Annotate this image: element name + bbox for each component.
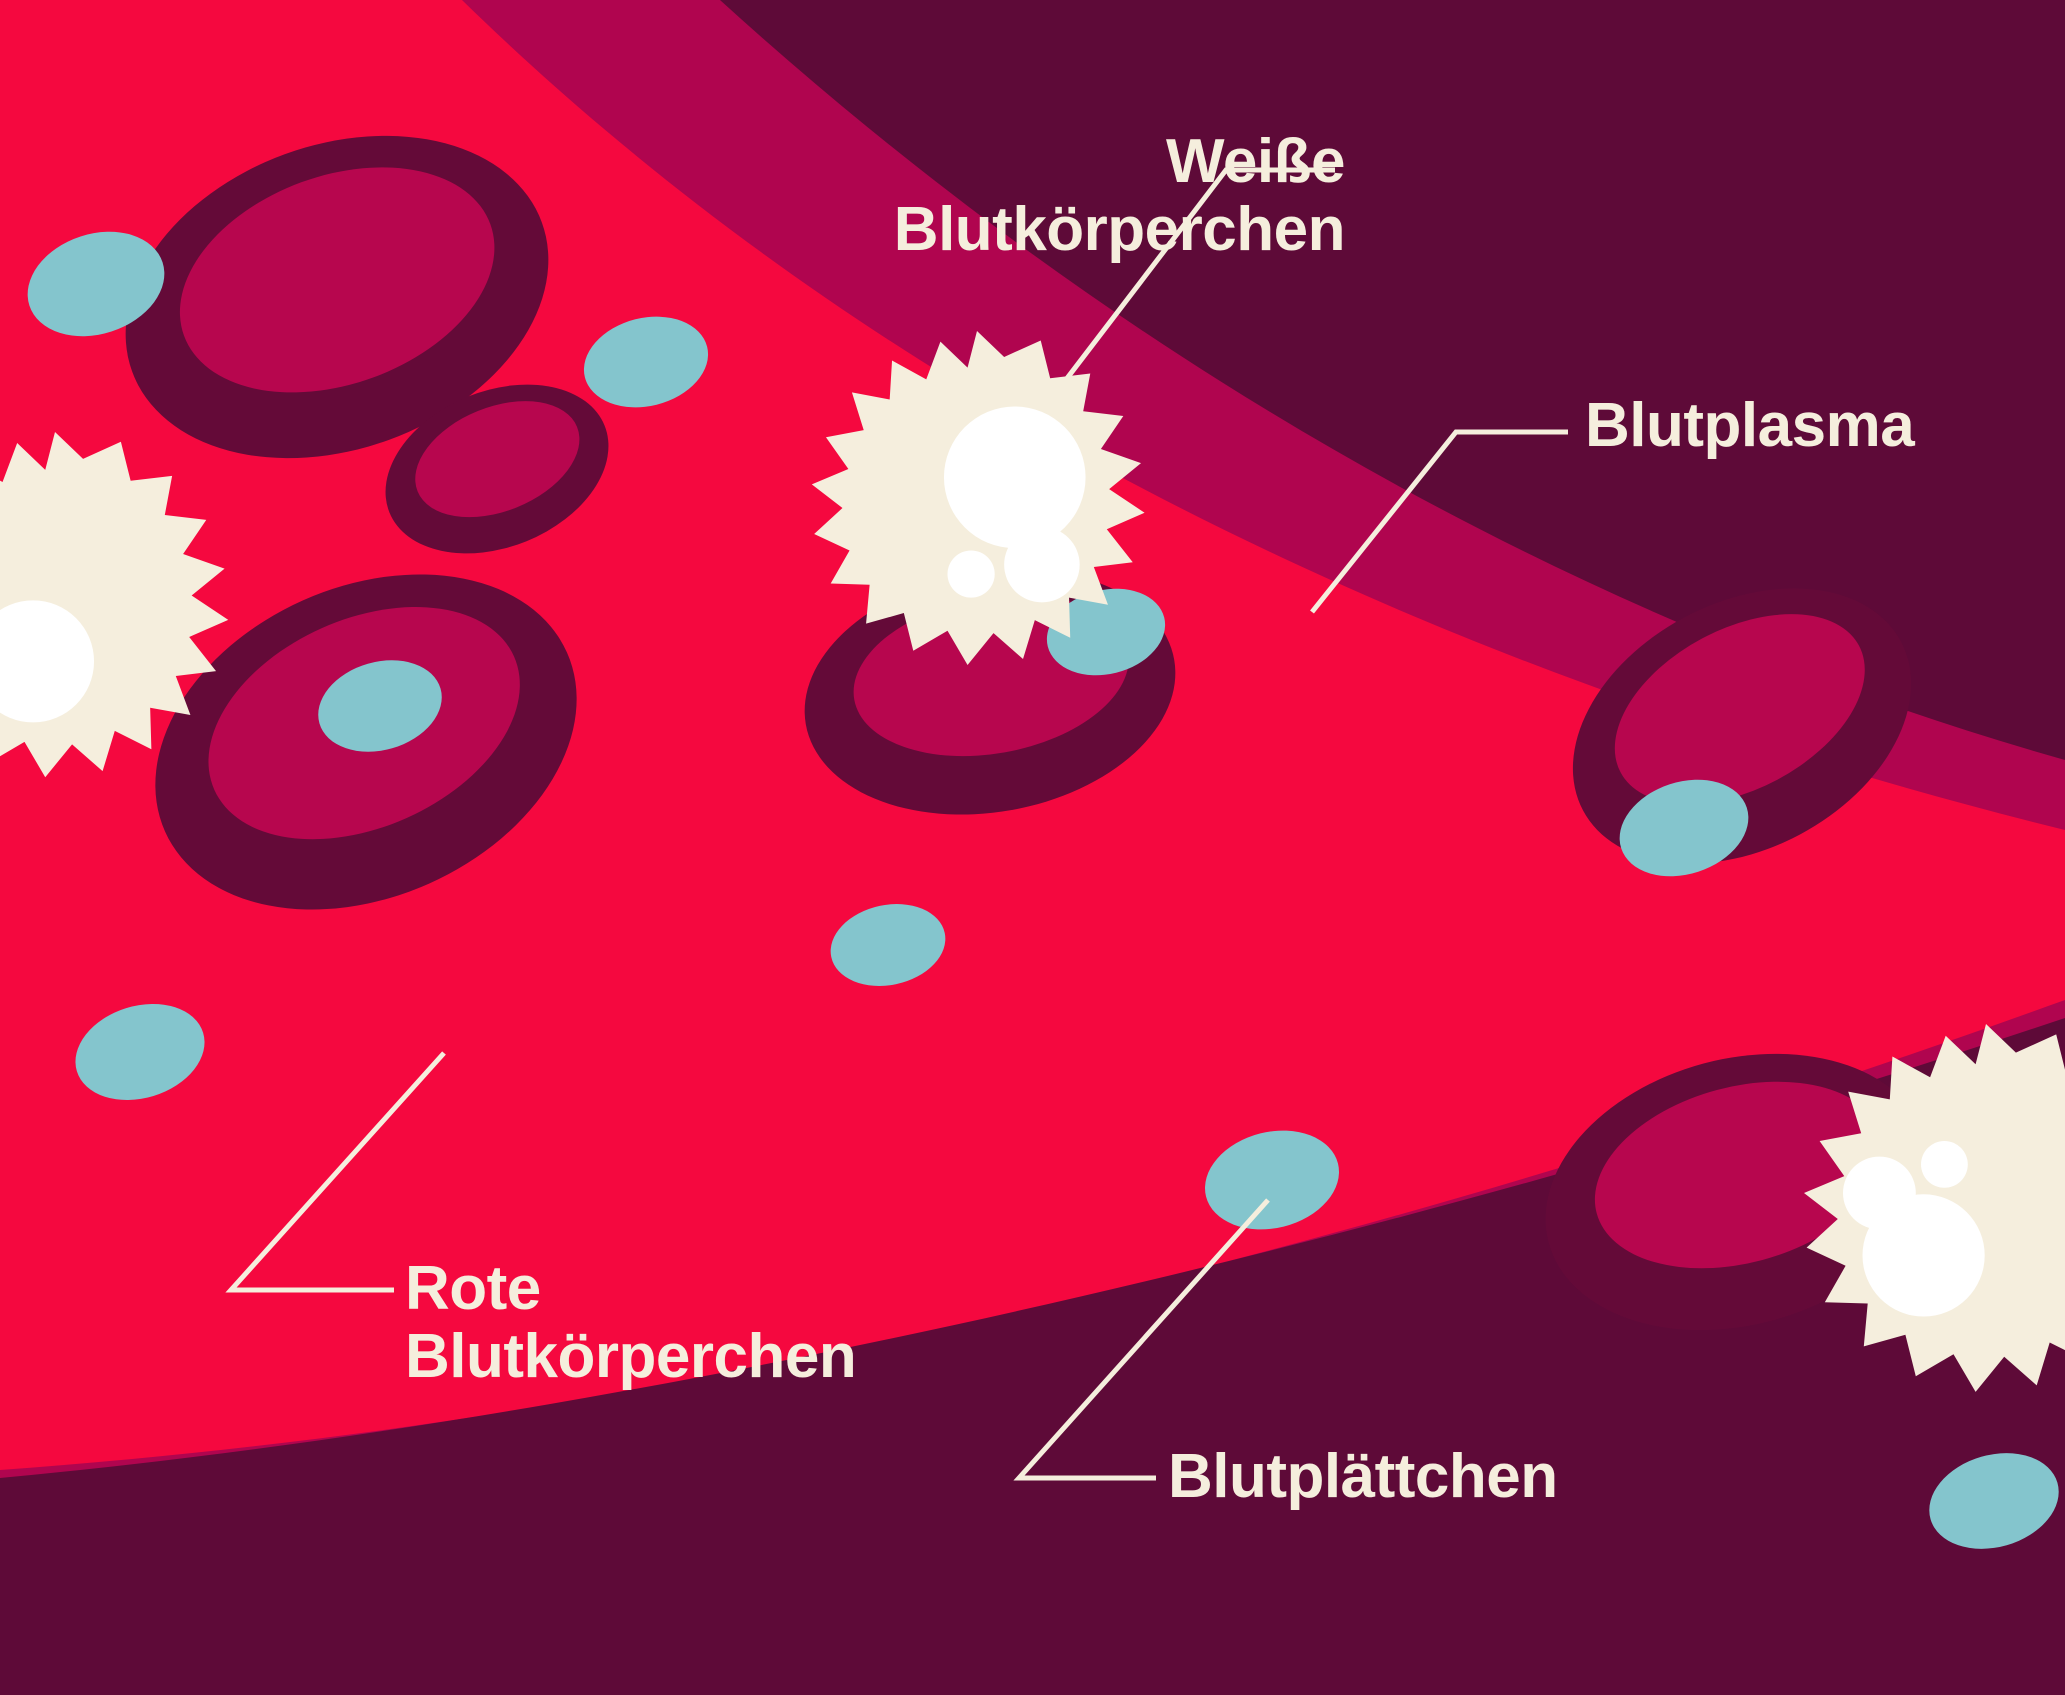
platelet xyxy=(1046,588,1166,676)
leader-line-red-blood-cell xyxy=(225,1051,446,1293)
label-platelets: Blutplättchen xyxy=(1168,1442,1558,1511)
red-blood-cell xyxy=(385,384,609,554)
label-blood-plasma: Blutplasma xyxy=(1585,391,1915,460)
platelet xyxy=(830,904,946,986)
leader-line-blood-plasma xyxy=(1310,429,1568,614)
wbc-vacuole xyxy=(1921,1141,1968,1188)
platelet xyxy=(75,1003,205,1101)
wbc-vacuole xyxy=(947,550,995,598)
wbc-vacuole xyxy=(0,600,95,723)
wbc-vacuole xyxy=(1862,1194,1985,1317)
platelet xyxy=(27,231,165,337)
platelet xyxy=(1619,779,1749,877)
lower-tissue-layer xyxy=(0,1018,2065,1695)
leader-line-white-blood-cell xyxy=(1050,167,1335,400)
wbc-vacuole xyxy=(943,406,1086,549)
platelet xyxy=(1929,1453,2059,1549)
wbc-vacuole xyxy=(1004,526,1080,603)
platelet-labelled xyxy=(1205,1130,1339,1230)
label-red-blood-cells: Rote Blutkörperchen xyxy=(405,1254,857,1392)
white-blood-cell xyxy=(0,432,229,778)
label-white-blood-cells: Weiße Blutkörperchen xyxy=(893,127,1346,265)
white-blood-cell-labelled xyxy=(811,331,1145,665)
platelet xyxy=(318,660,442,752)
white-blood-cell xyxy=(1804,1024,2065,1392)
leader-line-platelets xyxy=(1013,1198,1270,1481)
red-blood-cell xyxy=(1545,1053,1931,1331)
platelet xyxy=(583,316,709,408)
red-blood-cell xyxy=(125,135,549,459)
